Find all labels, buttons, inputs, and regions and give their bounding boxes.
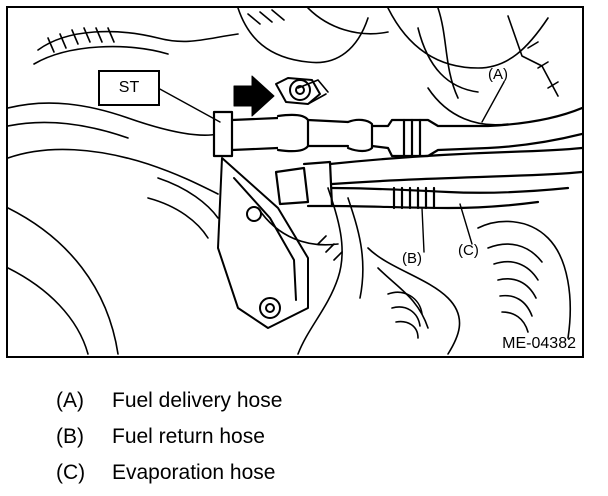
legend-key: (A) [56,389,84,412]
legend-item: (C) Evaporation hose [56,455,282,491]
engine-hose-figure: ST (A) (B) (C) ME-04382 [6,6,584,358]
legend-text: Fuel delivery hose [112,389,283,412]
mounting-bracket [217,157,309,329]
legend-text: Evaporation hose [112,461,276,484]
union-nut [275,77,321,105]
fuel-delivery-hose [212,106,582,158]
legend-key: (B) [56,425,84,448]
legend-item: (A) Fuel delivery hose [56,383,282,419]
legend: (A) Fuel delivery hose (B) Fuel return h… [56,383,282,491]
callout-leader-lines [157,81,505,253]
hose-line-drawing [8,8,582,355]
figure-code: ME-04382 [502,335,576,352]
callout-a: (A) [488,66,508,83]
legend-key: (C) [56,461,86,484]
fuel-return-and-evaporation-hoses [274,146,582,210]
special-tool-text: ST [118,79,140,96]
callout-b: (B) [402,250,422,267]
callout-c: (C) [458,242,479,259]
legend-text: Fuel return hose [112,425,265,448]
special-tool-label: ST [98,70,160,106]
legend-item: (B) Fuel return hose [56,419,282,455]
direction-arrow-icon [233,75,275,117]
